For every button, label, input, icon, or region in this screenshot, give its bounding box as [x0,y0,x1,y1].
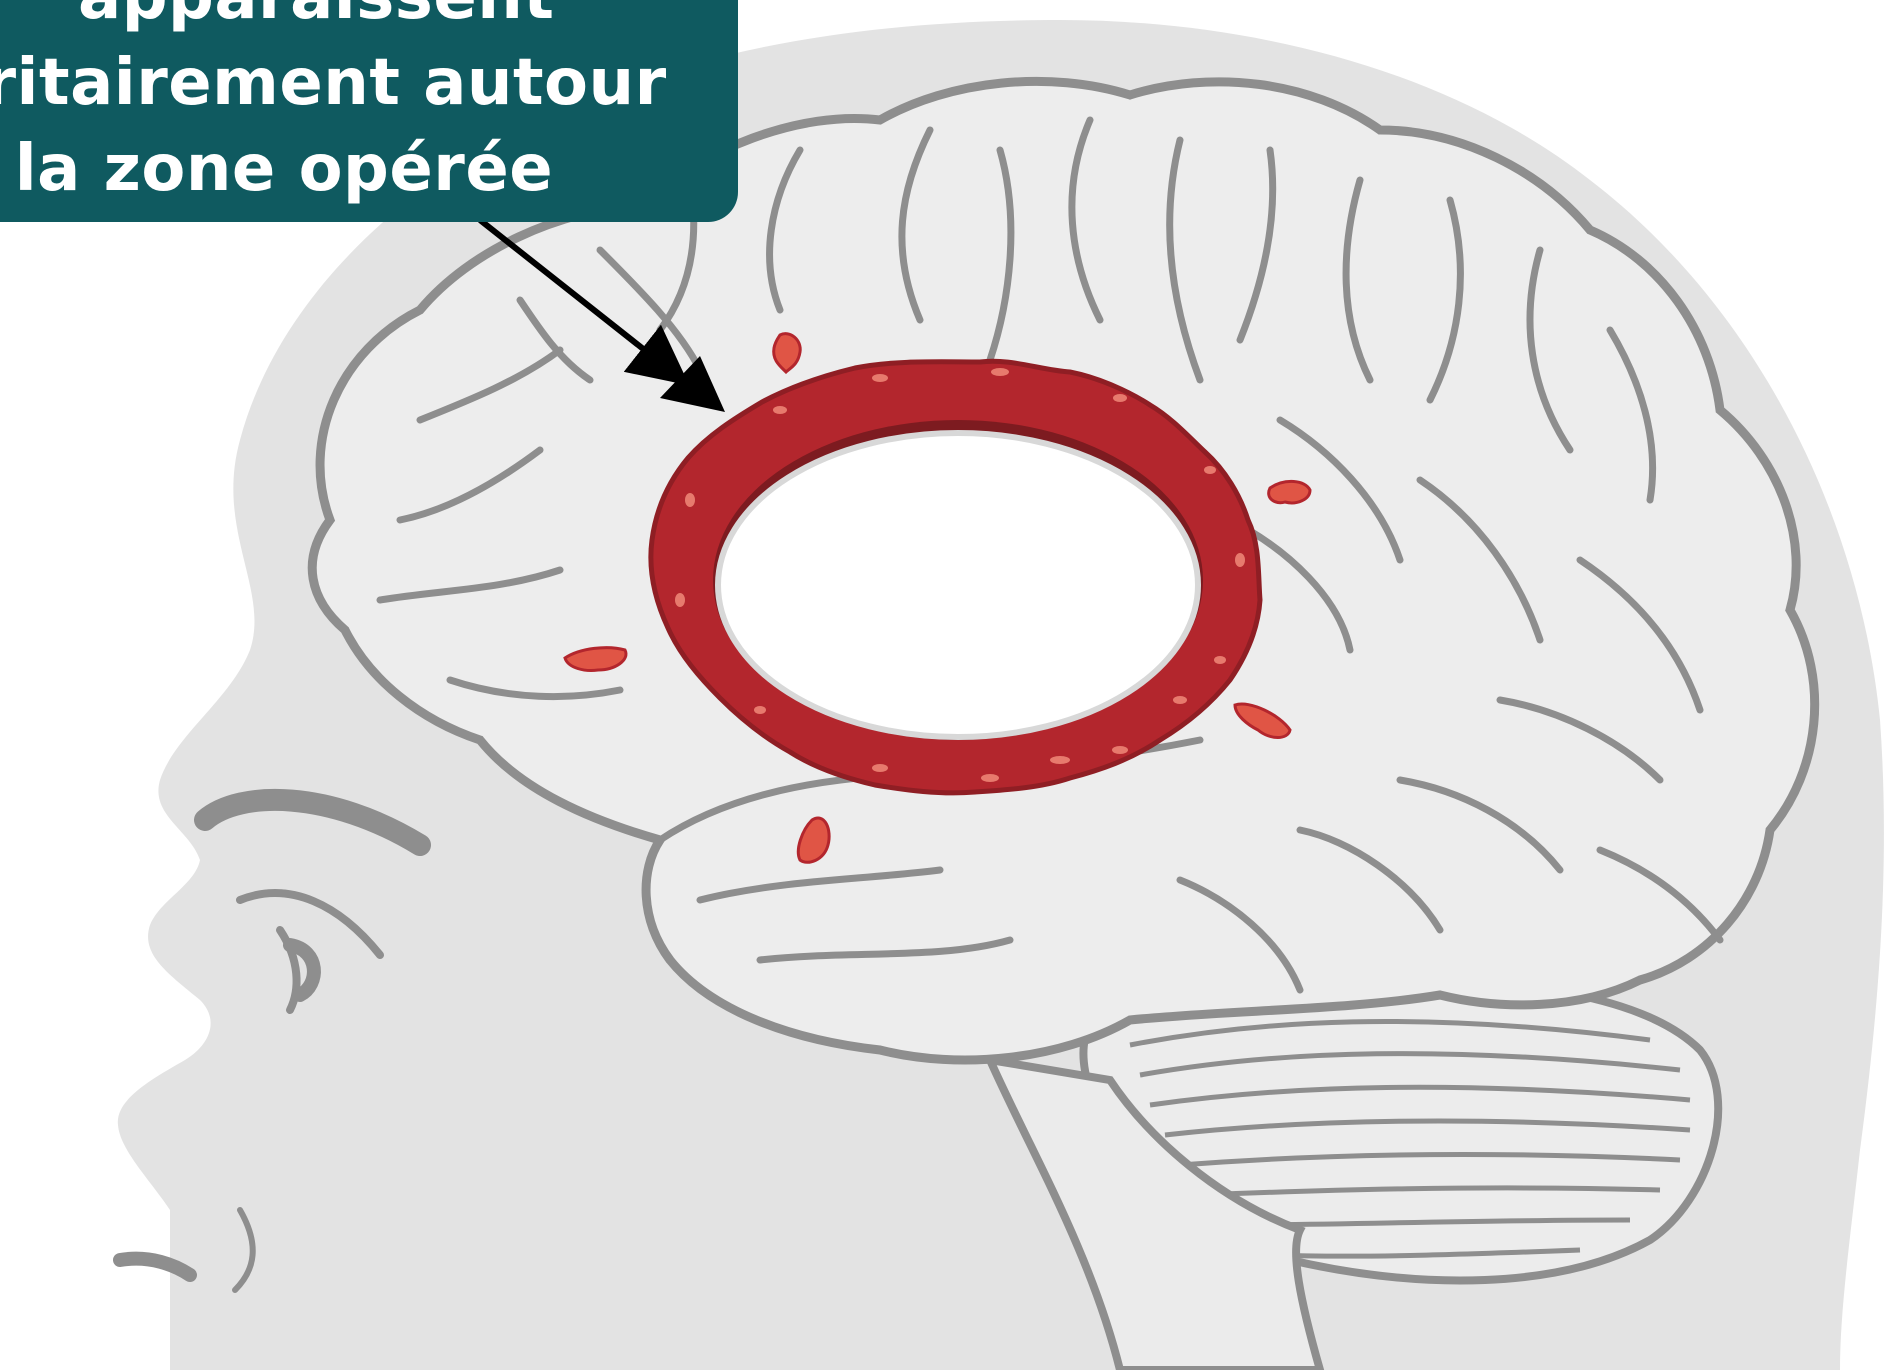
callout-line-3: e la zone opérée [0,126,738,212]
callout-box: apparaissent oritairement autour e la zo… [0,0,738,222]
resection-cavity [718,433,1198,737]
callout-line-1: apparaissent [0,0,738,40]
callout-line-2: oritairement autour [0,40,738,126]
